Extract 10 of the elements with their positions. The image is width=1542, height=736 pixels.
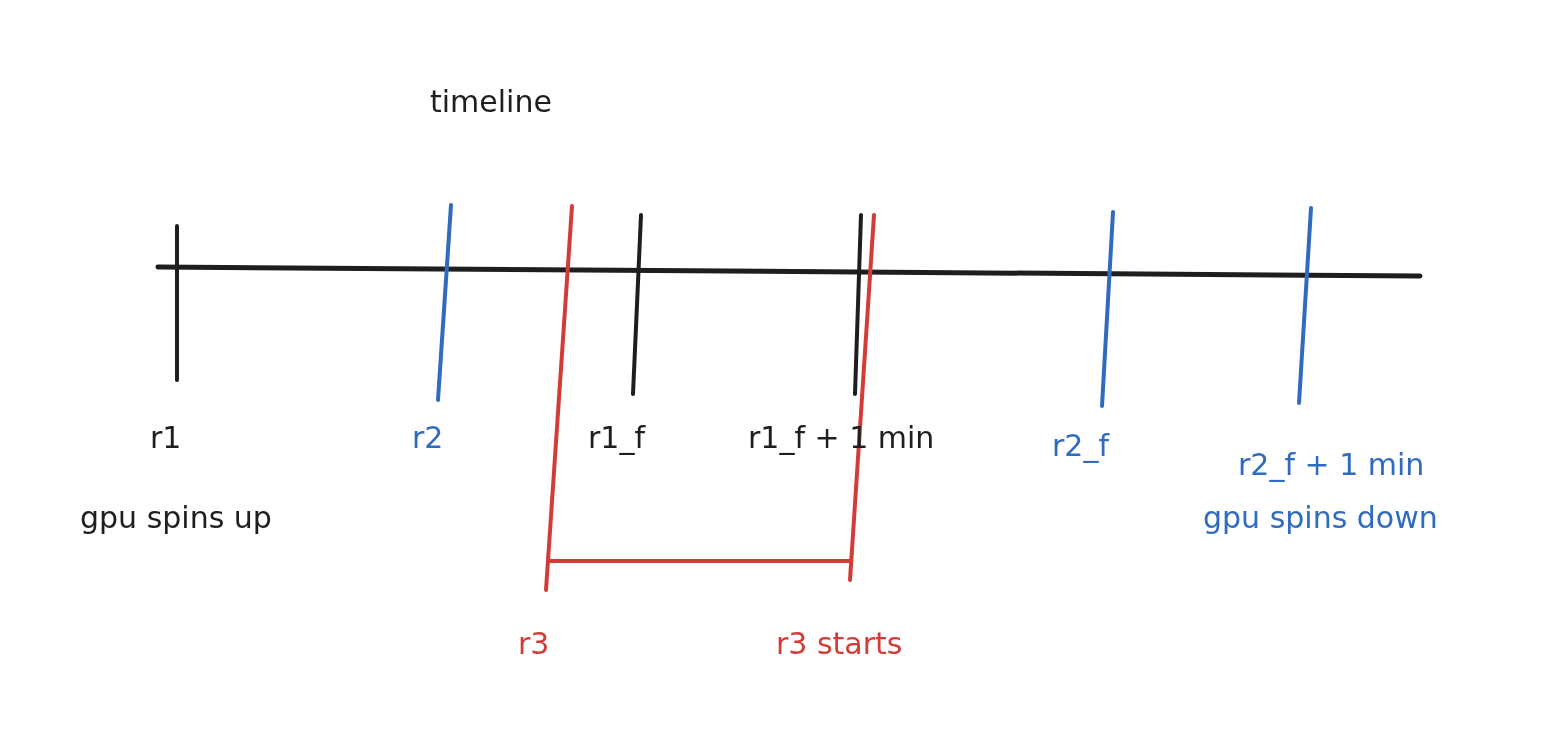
event-label: r1_f	[588, 420, 645, 456]
note-text: gpu spins up	[80, 500, 272, 536]
event-label: r3	[518, 626, 550, 662]
title: timeline	[430, 84, 552, 120]
event-label: r2_f + 1 min	[1238, 447, 1425, 483]
note-text: gpu spins down	[1203, 500, 1438, 536]
event-label: r1	[150, 420, 182, 456]
event-label: r2	[412, 420, 444, 456]
event-label: r3 starts	[776, 626, 903, 662]
event-label: r2_f	[1052, 428, 1109, 464]
